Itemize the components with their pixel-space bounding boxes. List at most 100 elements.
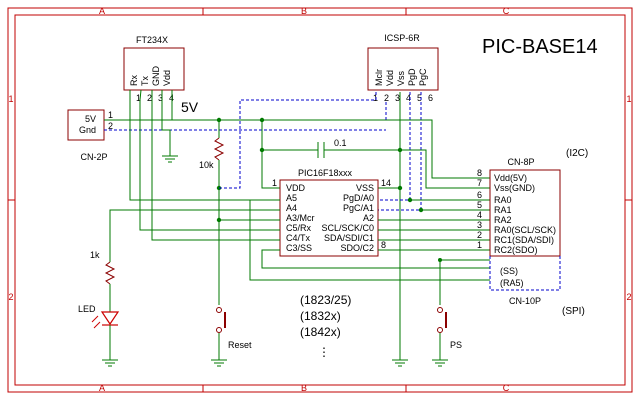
supply-5v-label: 5V <box>181 99 199 115</box>
cn8p-pin-num-7: 7 <box>477 178 482 188</box>
mcu-pin-num-1: 1 <box>272 178 277 188</box>
cn8p-pin-1: Vss(GND) <box>494 183 535 193</box>
cn10p-extension <box>489 256 561 291</box>
ps-switch <box>437 307 447 333</box>
cn10p-bus-label: (SPI) <box>562 306 585 317</box>
icsp-pin-vdd: Vdd <box>385 70 395 86</box>
mcu-right-pin-4: SCL/SCK/C0 <box>321 223 374 233</box>
cn2p-name: CN-2P <box>80 152 107 162</box>
mcu-left-pin-1: A5 <box>286 193 297 203</box>
cn8p-pin-2: RA0 <box>494 195 512 205</box>
mcu-left-pin-5: C4/Tx <box>286 233 311 243</box>
cn8p-pin-0: Vdd(5V) <box>494 173 527 183</box>
resistor-10k-value: 10k <box>199 160 214 170</box>
mcu-left-pin-3: A3/Mcr <box>286 213 315 223</box>
variant-more: ⋮ <box>318 345 330 359</box>
mcu-pin-num-14: 14 <box>381 178 391 188</box>
wire-5v-cn8p <box>386 119 490 179</box>
cn2p-pin-5v: 5V <box>85 114 96 124</box>
mcu-left-pin-6: C3/SS <box>286 243 312 253</box>
mcu-left-pin-0: VDD <box>286 183 306 193</box>
cn8p-name: CN-8P <box>507 157 534 167</box>
icsp-pin-num-6: 6 <box>428 93 433 103</box>
ft234x-pin-num-3: 3 <box>158 93 163 103</box>
zone-col-a: A <box>99 6 105 16</box>
ground-symbol-reset <box>211 359 227 367</box>
zone-row-2-right: 2 <box>626 292 631 302</box>
wire-ss <box>261 249 490 269</box>
zone-row-1-right: 1 <box>626 94 631 104</box>
icsp-pin-vss: Vss <box>396 70 406 86</box>
cn2p-pin-gnd: Gnd <box>79 125 96 135</box>
wire-vdd <box>261 120 280 189</box>
icsp-pin-pgd: PgD <box>407 68 417 86</box>
mcu-pin-num-8: 8 <box>381 240 386 250</box>
cn2p-pin-num-2: 2 <box>108 121 113 131</box>
cn8p-pin-3: RA1 <box>494 205 512 215</box>
icsp-pin-num-3: 3 <box>395 93 400 103</box>
led-label: LED <box>78 304 96 314</box>
zone-col-c-bottom: C <box>503 383 510 393</box>
mcu-left-pin-4: C5/Rx <box>286 223 312 233</box>
cn8p-pin-4: RA2 <box>494 215 512 225</box>
cn8p-pin-5: RA0(SCL/SCK) <box>494 225 556 235</box>
mcu-right-pin-0: VSS <box>356 183 374 193</box>
cn10p-name: CN-10P <box>509 296 541 306</box>
wire-led <box>109 209 280 262</box>
ft234x-pin-num-2: 2 <box>147 93 152 103</box>
icsp-body <box>367 47 439 91</box>
resistor-1k <box>104 261 116 285</box>
icsp-pin-mclr: Mclr <box>374 69 384 86</box>
capacitor-value: 0.1 <box>334 138 347 148</box>
cn8p-pin-num-1: 1 <box>477 240 482 250</box>
mcu-left-pin-2: A4 <box>286 203 297 213</box>
icsp-name: ICSP-6R <box>384 33 420 43</box>
icsp-pin-pgc: PgC <box>418 68 428 86</box>
zone-row-1: 1 <box>8 94 13 104</box>
zone-col-b: B <box>301 6 307 16</box>
wire-rx <box>139 89 280 231</box>
cn10p-pin-ra5: (RA5) <box>500 278 524 288</box>
mcu-right-pin-1: PgD/A0 <box>343 193 374 203</box>
ground-symbol-ps <box>432 359 448 367</box>
cn8p-body <box>489 169 561 257</box>
ground-symbol-led <box>102 359 118 367</box>
ps-label: PS <box>450 340 462 350</box>
variant-2: (1832x) <box>300 309 341 323</box>
zone-col-a-bottom: A <box>99 383 105 393</box>
cn8p-pin-6: RC1(SDA/SDI) <box>494 235 554 245</box>
ft234x-pin-tx: Tx <box>140 76 150 86</box>
led-symbol <box>91 311 120 329</box>
cn8p-pin-num-8: 8 <box>477 168 482 178</box>
ft234x-name: FT234X <box>136 35 168 45</box>
resistor-10k <box>213 137 225 161</box>
mcu-right-pin-5: SDA/SDI/C1 <box>324 233 374 243</box>
wire-5v-rail <box>171 90 386 121</box>
zone-col-c: C <box>503 6 510 16</box>
resistor-1k-value: 1k <box>90 250 100 260</box>
mcu-body <box>279 179 379 257</box>
icsp-pin-num-2: 2 <box>384 93 389 103</box>
reset-switch <box>216 307 226 333</box>
ground-symbol-ft <box>162 155 178 163</box>
ft234x-pin-num-1: 1 <box>136 93 141 103</box>
cn2p-pin-num-1: 1 <box>108 110 113 120</box>
icsp-pin-num-5: 5 <box>417 93 422 103</box>
cn8p-pin-num-4: 4 <box>477 210 482 220</box>
wire-mclr <box>219 92 377 189</box>
variant-1: (1823/25) <box>300 293 351 307</box>
cn8p-pin-num-2: 2 <box>477 230 482 240</box>
cn10p-pin-ss: (SS) <box>500 266 518 276</box>
mcu-right-pin-2: PgC/A1 <box>343 203 374 213</box>
mcu-right-pin-6: SDO/C2 <box>340 243 374 253</box>
ft234x-pin-rx: Rx <box>129 75 139 86</box>
wire-ft-gnd <box>161 90 171 156</box>
ground-symbol-vss <box>392 359 408 367</box>
sheet-title: PIC-BASE14 <box>482 36 598 58</box>
cn8p-pin-num-3: 3 <box>477 220 482 230</box>
cn2p-body <box>67 109 105 141</box>
zone-row-2: 2 <box>8 292 13 302</box>
wire-ra5 <box>249 199 490 281</box>
